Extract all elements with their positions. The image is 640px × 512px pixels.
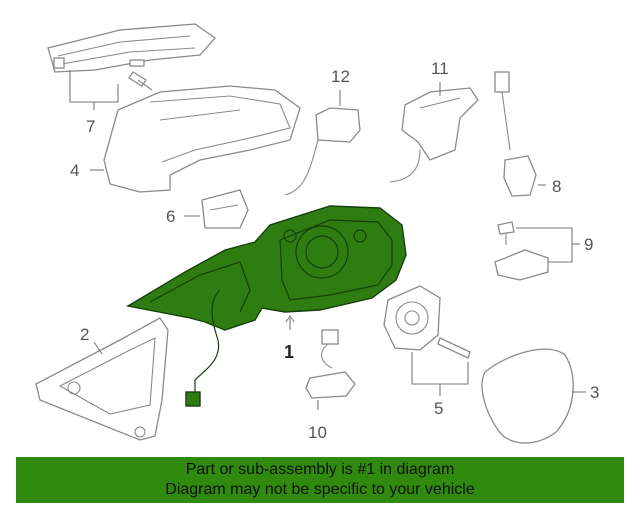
banner-line-1: Part or sub-assembly is #1 in diagram: [185, 461, 455, 478]
part-2-mirror-base[interactable]: [35, 317, 169, 441]
part-4-mirror-cover[interactable]: [103, 85, 301, 193]
callout-10: 10: [308, 423, 327, 442]
callout-11: 11: [431, 59, 449, 78]
part-11-bracket[interactable]: [389, 87, 479, 183]
banner-line-2: Diagram may not be specific to your vehi…: [165, 481, 475, 498]
part-6-clip[interactable]: [201, 189, 249, 229]
callout-2: 2: [80, 325, 89, 344]
part-1-mirror-assembly[interactable]: [126, 205, 407, 407]
callout-12: 12: [331, 67, 350, 86]
leader-5: [411, 352, 469, 385]
part-7-turn-signal-lamp[interactable]: [47, 23, 216, 91]
leader-9: [516, 227, 573, 263]
callout-1: 1: [284, 342, 294, 362]
part-12-blind-spot-module[interactable]: [284, 107, 361, 196]
leader-7: [69, 70, 119, 103]
notice-banner: Part or sub-assembly is #1 in diagram Di…: [16, 457, 624, 503]
part-8-sensor[interactable]: [494, 71, 537, 197]
callout-9: 9: [584, 235, 593, 254]
part-9-camera[interactable]: [494, 221, 549, 281]
callout-7: 7: [86, 117, 95, 136]
callout-4: 4: [70, 161, 79, 180]
parts-diagram: 7 4 12 11 8 6 9 1 2 10 5 3: [35, 23, 599, 444]
leader-2: [93, 341, 103, 355]
callout-6: 6: [166, 207, 175, 226]
callout-8: 8: [552, 177, 561, 196]
part-10-puddle-lamp[interactable]: [305, 329, 356, 399]
part-3-mirror-glass[interactable]: [481, 348, 574, 444]
callout-5: 5: [434, 399, 443, 418]
part-5-motor[interactable]: [383, 285, 471, 359]
callout-3: 3: [590, 383, 599, 402]
